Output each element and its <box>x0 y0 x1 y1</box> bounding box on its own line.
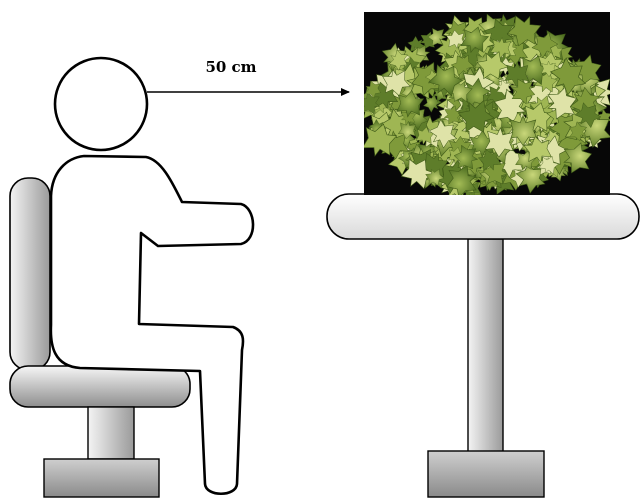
ivy-plant-photo <box>357 11 618 205</box>
table-top <box>327 194 639 239</box>
chair-seat <box>10 366 190 407</box>
distance-label: 50 cm <box>205 58 256 76</box>
table-foot <box>428 451 544 497</box>
seated-person-icon <box>51 58 253 494</box>
distance-indicator: 50 cm <box>147 58 349 92</box>
table-leg <box>468 239 503 454</box>
table-icon <box>327 194 639 497</box>
chair-back <box>10 178 50 370</box>
chair-post <box>88 407 134 459</box>
chair-foot <box>44 459 159 497</box>
person-head <box>55 58 147 150</box>
person-body <box>51 156 253 494</box>
